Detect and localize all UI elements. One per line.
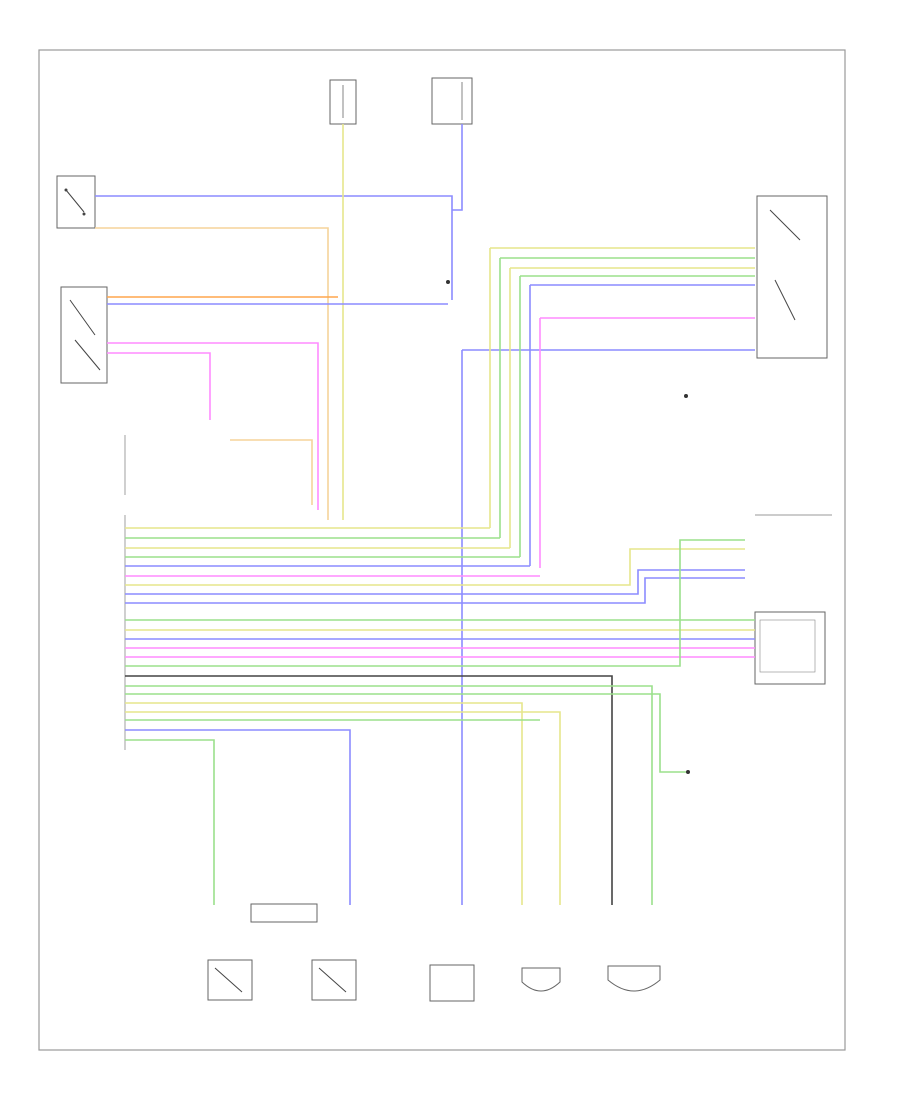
wire-yellow [125,702,523,905]
clutch-pedal-switch-2 [311,959,357,1001]
sensor-icon [521,967,561,992]
clutch-jumper-box [250,903,318,923]
wire-yellow [509,267,755,548]
wire-pink [107,352,211,420]
wire-blue [95,195,453,300]
transmission-control-switch [756,195,828,359]
wire-green [125,685,653,905]
wire-yellow [125,711,561,905]
wire-yellow [125,548,745,586]
transmission-connector [754,611,826,685]
transmission-fluid-temp-sensor [607,965,661,992]
fuse-box-left [329,79,357,125]
wire-green [519,275,755,557]
output-speed-sensor [429,964,475,1002]
wire-green [125,539,745,667]
wire-pale_orange [95,227,329,520]
connector-icon [759,619,816,673]
wire-harness [95,124,755,905]
wire-green [499,257,755,538]
clutch-pedal-switch-1 [207,959,253,1001]
wire-black [125,675,613,905]
wire-pink [539,317,755,568]
wire-pink [107,342,319,510]
brake-pedal-switch [56,175,96,229]
ground-icon [446,280,690,774]
diagram-frame [38,49,846,1051]
wire-pale_orange [230,439,313,505]
wire-green [125,693,688,773]
transmission-range-sensor [60,286,108,384]
switch-icon [64,188,86,216]
fuse-box-right [431,77,473,125]
wire-blue [125,569,745,595]
wire-yellow [489,247,755,528]
wire-blue [529,284,755,566]
wire-blue [125,729,351,905]
wire-blue [452,196,463,211]
turbine-speed-sensor [521,967,561,992]
wire-green [125,739,215,905]
wire-blue [125,577,745,604]
